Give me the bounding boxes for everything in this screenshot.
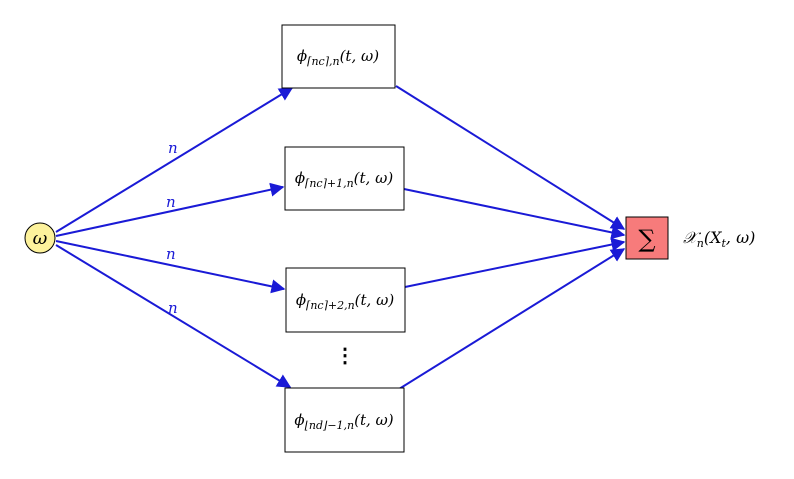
omega-node-circle [24,222,56,254]
phi-box-4: ϕ⌊nd⌋−1,n(t, ω) [284,387,405,453]
edge-label-2: n [166,193,176,211]
omega-node-label: ω [33,228,48,249]
input-edges [55,87,294,388]
edge-label-1: n [168,139,178,157]
edge-omega-box2 [55,182,285,237]
ellipsis: ⋮ [335,343,355,367]
edge-box2-sum [403,188,626,240]
phi-box-3: ϕ⌈nc⌉+2,n(t, ω) [285,267,406,333]
phi-box-2: ϕ⌈nc⌉+1,n(t, ω) [284,146,405,211]
omega-node: ω [24,222,56,254]
phi-box-1-rect [281,24,396,89]
phi-box-1: ϕ⌈nc⌉,n(t, ω) [281,24,396,89]
sum-node-label: ∑ [638,225,655,253]
edge-box3-sum [404,237,626,288]
edge-box4-sum [398,248,626,390]
sum-node-rect [625,216,669,260]
output-label: 𝒳n(Xt, ω) [683,228,755,250]
edge-box1-sum [395,85,626,230]
phi-box-4-label: ϕ⌊nd⌋−1,n(t, ω) [294,411,393,432]
phi-box-2-rect [284,146,405,211]
phi-box-4-rect [284,387,405,453]
phi-box-1-label: ϕ⌈nc⌉,n(t, ω) [297,47,379,68]
phi-box-3-rect [285,267,406,333]
edge-omega-box4 [55,244,292,388]
edge-label-4: n [168,299,178,317]
phi-box-2-label: ϕ⌈nc⌉+1,n(t, ω) [295,169,394,190]
phi-box-3-label: ϕ⌈nc⌉+2,n(t, ω) [296,291,395,312]
edge-label-3: n [166,245,176,263]
edge-omega-box1 [55,87,294,233]
sum-node: ∑ [625,216,669,260]
edge-omega-box3 [55,240,286,294]
output-edges [395,85,626,390]
